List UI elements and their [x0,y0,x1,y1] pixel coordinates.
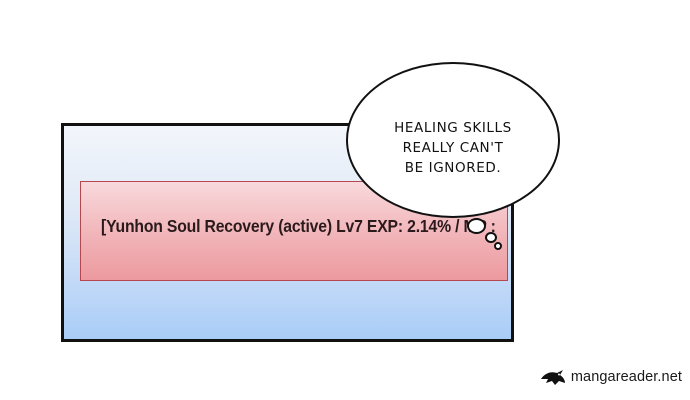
thought-tail-dot [485,232,497,243]
speech-line-3: be ignored. [404,160,502,176]
thought-tail-dot [467,218,486,234]
speech-bubble: Healing skills really can't be ignored. [346,62,560,218]
thought-tail-dot [494,242,502,250]
crow-silhouette-icon [540,370,565,385]
speech-text: Healing skills really can't be ignored. [348,118,558,178]
watermark: mangareader.net [539,367,682,387]
watermark-text: mangareader.net [570,369,682,385]
speech-line-1: Healing skills [394,120,512,136]
speech-line-2: really can't [402,140,504,156]
skill-info-text: [Yunhon Soul Recovery (active) Lv7 EXP: … [101,216,496,236]
